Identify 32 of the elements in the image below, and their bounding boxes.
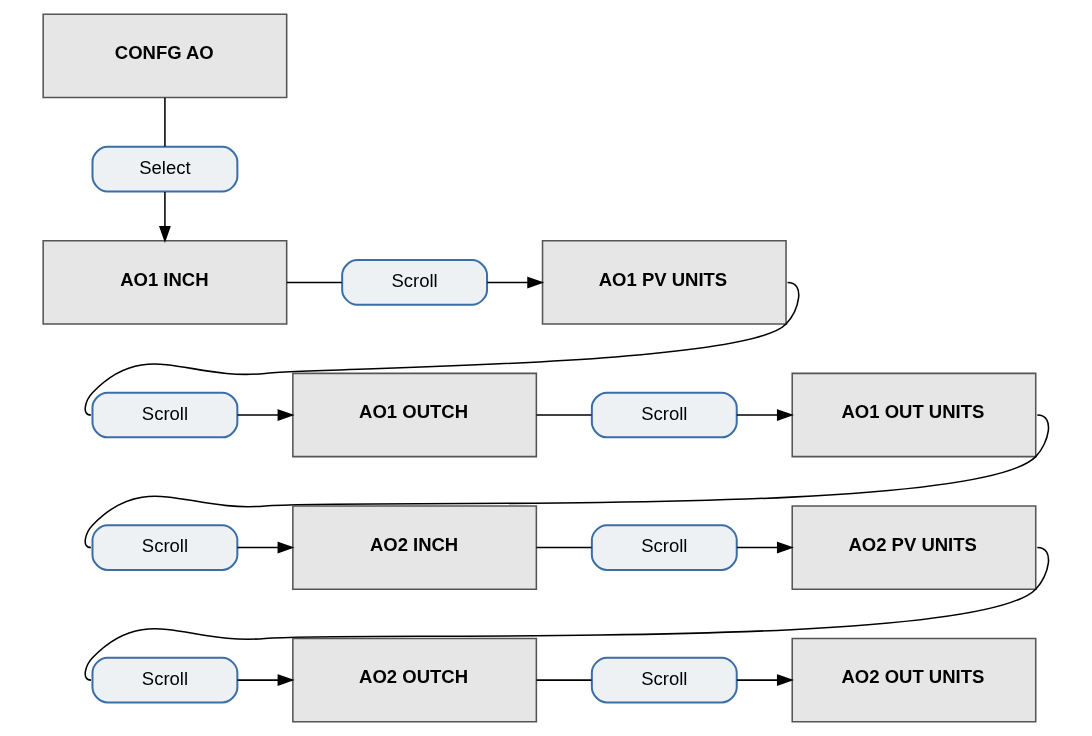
node-box: AO1 INCH (42, 240, 288, 325)
arrow (736, 674, 794, 687)
connector (84, 414, 1050, 549)
connector (286, 281, 343, 284)
node-box: Scroll (590, 656, 738, 704)
node-box: AO2 OUT UNITS (791, 637, 1037, 723)
node-box: AO1 PV UNITS (541, 240, 787, 325)
connector (535, 679, 593, 681)
node-box: AO2 INCH (292, 505, 538, 590)
node-box: Scroll (91, 656, 239, 704)
node-box: Scroll (91, 524, 239, 571)
arrow (736, 541, 794, 554)
connector (164, 97, 166, 148)
node-box: Scroll (590, 524, 738, 571)
arrow (236, 409, 295, 421)
arrow (159, 191, 171, 243)
node-box: AO1 OUT UNITS (791, 372, 1037, 458)
node-box: Scroll (341, 259, 489, 306)
arrow (236, 541, 295, 554)
node-box: CONFG AO (42, 13, 288, 99)
node-box: Scroll (590, 391, 738, 439)
connector (84, 546, 1050, 681)
node-box: AO2 OUTCH (292, 637, 538, 723)
connector (535, 546, 593, 549)
node-box: Scroll (91, 391, 239, 439)
arrow (236, 674, 295, 687)
arrow (736, 409, 794, 421)
arrow (486, 276, 545, 289)
node-box: AO2 PV UNITS (791, 505, 1037, 590)
node-box: Select (91, 145, 239, 193)
connector (535, 414, 593, 416)
node-box: AO1 OUTCH (292, 372, 538, 458)
